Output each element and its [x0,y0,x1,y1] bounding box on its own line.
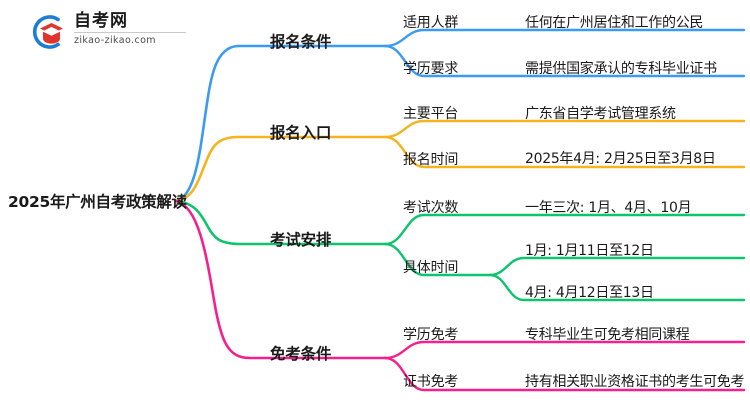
node-value-4-1[interactable]: 专科毕业生可免考相同课程 [525,327,690,343]
node-value-4-2[interactable]: 持有相关职业资格证书的考生可免考 [525,374,745,390]
node-value-1-1[interactable]: 任何在广州居住和工作的公民 [525,15,704,31]
logo-site-url: zikao-zikao.com [74,32,186,47]
branch-label-1[interactable]: 报名条件 [270,33,332,51]
node-value-2-2[interactable]: 2025年4月: 2月25日至3月8日 [525,151,716,167]
branch-subfork-3-upper [488,256,746,277]
branch-fork-3-upper [383,213,746,246]
branch-label-4[interactable]: 免考条件 [270,345,332,363]
node-value-3-2-2[interactable]: 4月: 4月12日至13日 [525,285,654,301]
node-value-2-1[interactable]: 广东省自学考试管理系统 [525,106,676,122]
logo-text-block: 自考网 zikao-zikao.com [74,11,194,51]
node-label-4-2[interactable]: 证书免考 [403,374,459,390]
node-label-3-2[interactable]: 具体时间 [403,260,459,276]
branch-fork-3-lower [383,242,492,277]
node-label-4-1[interactable]: 学历免考 [403,327,459,343]
branch-fork-1-upper [383,28,746,48]
branch-fork-2-upper [383,119,746,139]
branch-label-3[interactable]: 考试安排 [270,231,332,249]
branch-fork-2-lower [383,135,746,169]
graduation-cap-circle-icon [32,15,63,49]
mindmap-root-label[interactable]: 2025年广州自考政策解读 [8,193,187,211]
branch-trunk-4 [174,199,387,360]
node-label-2-1[interactable]: 主要平台 [403,106,459,122]
branch-fork-4-upper [383,340,746,360]
branch-fork-4-lower [383,356,746,392]
node-label-1-2[interactable]: 学历要求 [403,61,459,77]
branch-fork-1-lower [383,44,746,78]
branch-trunk-2 [174,135,387,203]
branch-label-2[interactable]: 报名入口 [270,124,332,142]
branch-subfork-3-lower [488,273,746,302]
node-value-1-2[interactable]: 需提供国家承认的专科毕业证书 [525,61,717,77]
node-value-3-1[interactable]: 一年三次: 1月、4月、10月 [525,200,692,216]
node-label-1-1[interactable]: 适用人群 [403,15,459,31]
branch-trunk-1 [174,44,387,203]
logo-site-name: 自考网 [74,11,128,31]
node-label-2-2[interactable]: 报名时间 [403,152,459,168]
site-logo: 自考网 zikao-zikao.com [28,11,198,53]
node-value-3-2-1[interactable]: 1月: 1月11日至12日 [525,243,654,259]
node-label-3-1[interactable]: 考试次数 [403,200,459,216]
branch-trunk-3 [174,199,387,246]
